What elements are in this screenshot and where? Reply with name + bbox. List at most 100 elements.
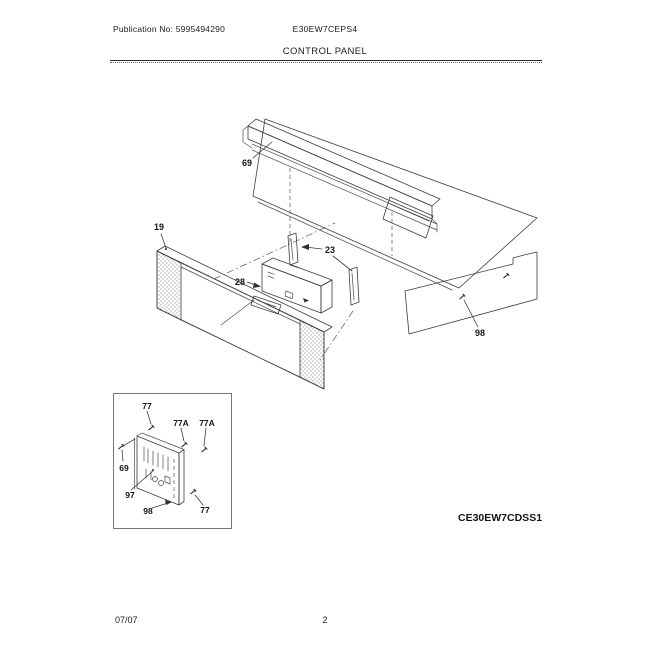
callout-label-98: 98 <box>143 506 153 516</box>
bracket-right <box>348 266 360 306</box>
callout-label-69: 69 <box>119 463 129 473</box>
board-right-fold <box>178 449 185 506</box>
callout-69: 69 <box>242 141 273 168</box>
leader-dot <box>152 469 154 471</box>
panel-glass-top-edge <box>180 262 301 321</box>
callout-28: 28 <box>235 277 261 288</box>
leader-line <box>463 299 479 328</box>
page-number: 2 <box>322 615 328 625</box>
leader-line <box>252 141 273 159</box>
section-title: CONTROL PANEL <box>282 46 368 57</box>
model-number: E30EW7CEPS4 <box>292 24 358 34</box>
board-relay <box>152 476 158 482</box>
trim-left-end <box>242 125 253 149</box>
revision-date: 07/07 <box>115 615 138 625</box>
callout-label-23: 23 <box>325 245 335 255</box>
inset-callout-69: 69 <box>119 438 136 473</box>
alignment-line <box>319 310 354 361</box>
ribbon-inner-line <box>256 299 277 308</box>
screw-icon <box>148 424 155 431</box>
inset-callout-77a-right: 77A <box>199 418 215 447</box>
callout-label-77: 77 <box>200 505 210 515</box>
leader-line <box>160 233 167 249</box>
board-top-fold <box>136 432 185 450</box>
inset-detail: 77 77A 77A 69 97 98 <box>113 393 232 529</box>
publication-number: Publication No: 5995494290 <box>113 24 226 34</box>
board-component-block <box>164 475 171 485</box>
inset-callout-77-bottom: 77 <box>194 494 210 515</box>
header-rule <box>110 60 542 61</box>
leader-line <box>146 410 152 425</box>
oven-body <box>252 118 538 335</box>
callout-98: 98 <box>463 299 485 338</box>
inset-border <box>113 393 232 529</box>
screw-icon <box>118 443 125 450</box>
body-front-edge-inner <box>257 201 453 291</box>
leader-line <box>332 255 353 272</box>
body-trim-notch <box>382 196 434 239</box>
screw-icon <box>503 272 510 279</box>
callout-label-28: 28 <box>235 277 245 287</box>
trim-front-face <box>247 125 433 220</box>
ribbon-connector <box>250 295 282 315</box>
trim-bar <box>242 118 441 233</box>
board-face <box>136 435 180 506</box>
panel-front-face <box>156 250 325 390</box>
control-box-assembly <box>220 232 360 326</box>
callout-label-98: 98 <box>475 328 485 338</box>
callout-23: 23 <box>301 244 353 272</box>
callout-19: 19 <box>154 222 167 250</box>
control-box-vents <box>267 271 275 279</box>
leader-line <box>203 427 207 447</box>
trim-top-face <box>247 118 441 207</box>
alignment-line <box>213 222 336 280</box>
projection-lines <box>213 168 393 361</box>
body-front-band <box>404 251 538 335</box>
callout-label-77a: 77A <box>173 418 189 428</box>
leader-arrowhead <box>253 282 261 288</box>
trim-lower-rail <box>251 143 438 231</box>
leader-line <box>180 427 185 442</box>
panel-glass-trim-line <box>180 266 301 325</box>
inset-callout-77a-left: 77A <box>173 418 189 442</box>
body-top-face <box>252 118 538 289</box>
screw-icon <box>190 488 197 495</box>
panel-glass-bottom-edge <box>180 319 301 378</box>
screw-icon <box>201 446 208 453</box>
bracket-right-inner <box>351 272 355 301</box>
callout-label-69: 69 <box>242 158 252 168</box>
inset-callout-77-top: 77 <box>142 401 152 425</box>
control-box-right <box>320 279 333 314</box>
control-panel <box>156 245 333 390</box>
trim-right-end <box>431 218 438 233</box>
connector-arrow-icon <box>303 298 309 303</box>
panel-right-endcap <box>299 319 325 390</box>
bracket-left-inner <box>289 238 300 269</box>
inset-callout-98: 98 <box>143 500 172 516</box>
callout-label-97: 97 <box>125 490 135 500</box>
bracket-left <box>287 232 299 266</box>
callout-label-77: 77 <box>142 401 152 411</box>
variant-label: CE30EW7CDSS1 <box>458 512 542 524</box>
board-components <box>143 446 169 481</box>
leader-arrowhead <box>165 500 172 505</box>
callout-label-19: 19 <box>154 222 164 232</box>
inset-callout-97: 97 <box>125 469 154 500</box>
control-box-connector <box>284 290 294 300</box>
leader-dot <box>165 248 167 250</box>
leader-line <box>151 502 169 509</box>
ribbon-wire <box>220 299 255 326</box>
screw-icon <box>459 293 466 300</box>
header-rule-dotted <box>110 62 542 63</box>
leader-arrowhead <box>301 244 309 250</box>
control-board <box>134 432 185 506</box>
panel-top-face <box>156 245 333 333</box>
leader-line <box>130 470 154 491</box>
leader-line <box>121 438 136 462</box>
screw-icon <box>181 441 188 448</box>
panel-left-endcap <box>156 250 182 321</box>
callout-label-77a: 77A <box>199 418 215 428</box>
leader-line <box>194 494 204 506</box>
